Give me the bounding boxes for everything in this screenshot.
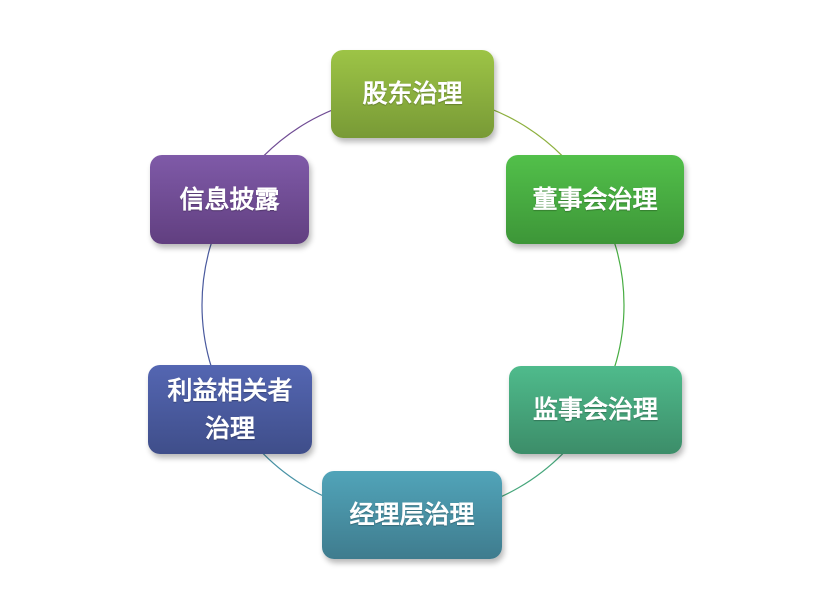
node-stakeholder-governance: 利益相关者治理 [148, 365, 312, 454]
node-label: 董事会治理 [532, 184, 658, 214]
node-management-governance: 经理层治理 [322, 471, 502, 559]
node-label: 股东治理 [362, 79, 463, 108]
node-label: 利益相关者治理 [167, 375, 293, 443]
node-supervisory-board-governance: 监事会治理 [509, 366, 682, 454]
node-information-disclosure: 信息披露 [150, 155, 309, 244]
node-shareholder-governance: 股东治理 [331, 50, 494, 138]
node-board-governance: 董事会治理 [506, 155, 684, 244]
node-label: 监事会治理 [532, 395, 658, 424]
node-label: 经理层治理 [349, 500, 475, 529]
node-label: 信息披露 [179, 184, 280, 214]
